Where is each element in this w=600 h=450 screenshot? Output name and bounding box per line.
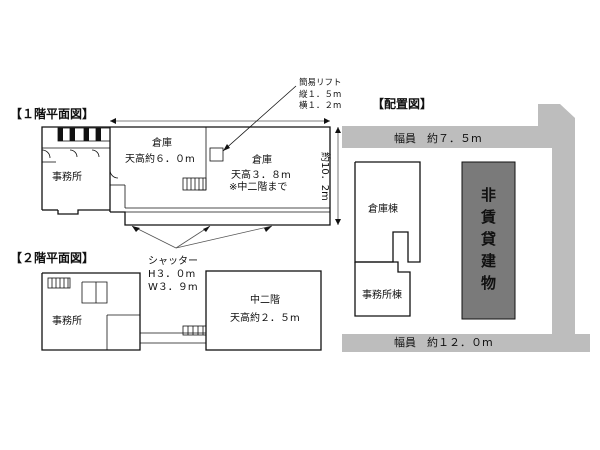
floor2-stair-hall <box>81 281 108 304</box>
stair-icon <box>182 177 207 191</box>
lift-leader-line <box>222 85 297 152</box>
stair-icon <box>182 325 207 336</box>
floor2-title: 【２階平面図】 <box>10 250 94 265</box>
door-swing-icon <box>109 169 119 179</box>
site-title: 【配置図】 <box>372 96 432 111</box>
mezzanine-outline <box>205 270 322 351</box>
door-swing-icon <box>41 149 51 159</box>
shutter-leader-line <box>175 225 273 249</box>
floor1-title: 【１階平面図】 <box>10 106 94 121</box>
road-bottom-label: 幅員 約１２．０m <box>394 335 493 349</box>
shutter-width: W３．９m <box>148 282 198 293</box>
column-mark <box>96 128 101 141</box>
lift-depth: 縦１．５m <box>299 89 341 100</box>
shutter-label: シャッター <box>148 255 198 267</box>
road-corner <box>538 104 575 126</box>
non-rental-char: 貸 <box>481 230 496 248</box>
lift-box <box>209 147 224 162</box>
column-mark <box>70 128 75 141</box>
stair-icon <box>47 277 71 289</box>
warehouse-b-note: ※中二階まで <box>229 180 287 193</box>
road-top-label: 幅員 約７．５m <box>394 131 482 145</box>
mezzanine-height: 天高約２．５m <box>230 311 300 324</box>
lift-width: 横１．２m <box>299 100 341 111</box>
non-rental-char: 建 <box>481 252 497 270</box>
warehouse-a-label: 倉庫 <box>152 136 172 149</box>
lift-label: 簡易リフト <box>299 77 342 88</box>
non-rental-char: 物 <box>481 274 496 292</box>
arrow-right-icon <box>324 118 330 124</box>
floor2-office-outline <box>41 272 141 351</box>
office-building <box>354 261 411 317</box>
arrow-down-icon <box>335 219 341 225</box>
shutter-leader-line <box>131 225 177 249</box>
arrow-left-icon <box>110 118 116 124</box>
non-rental-char: 賃 <box>480 208 496 226</box>
mezzanine-label: 中二階 <box>250 293 280 306</box>
door-swing-icon <box>91 149 100 158</box>
column-mark <box>58 128 63 141</box>
floor1-office-label: 事務所 <box>52 170 82 183</box>
warehouse-a-height: 天高約６．０m <box>125 152 195 165</box>
arrow-icon <box>132 226 140 232</box>
warehouse-b-label: 倉庫 <box>252 153 272 166</box>
arrow-icon <box>223 144 230 151</box>
arrow-icon <box>264 226 272 232</box>
door-swing-icon <box>69 149 78 158</box>
warehouse-b-height: 天高３．８m <box>231 168 291 181</box>
arrow-up-icon <box>335 127 341 133</box>
floor1-entrance-step <box>57 209 110 215</box>
office-building-label: 事務所棟 <box>362 288 402 301</box>
non-rental-building <box>461 161 516 320</box>
floor2-office-label: 事務所 <box>52 314 82 327</box>
column-mark <box>84 128 89 141</box>
depth-label: 約10．2m <box>319 152 332 201</box>
non-rental-char: 非 <box>481 186 496 204</box>
arrow-icon <box>203 226 210 232</box>
shutter-height: H３．０m <box>148 269 195 280</box>
road-network <box>342 104 590 352</box>
warehouse-building-label: 倉庫棟 <box>368 202 398 215</box>
